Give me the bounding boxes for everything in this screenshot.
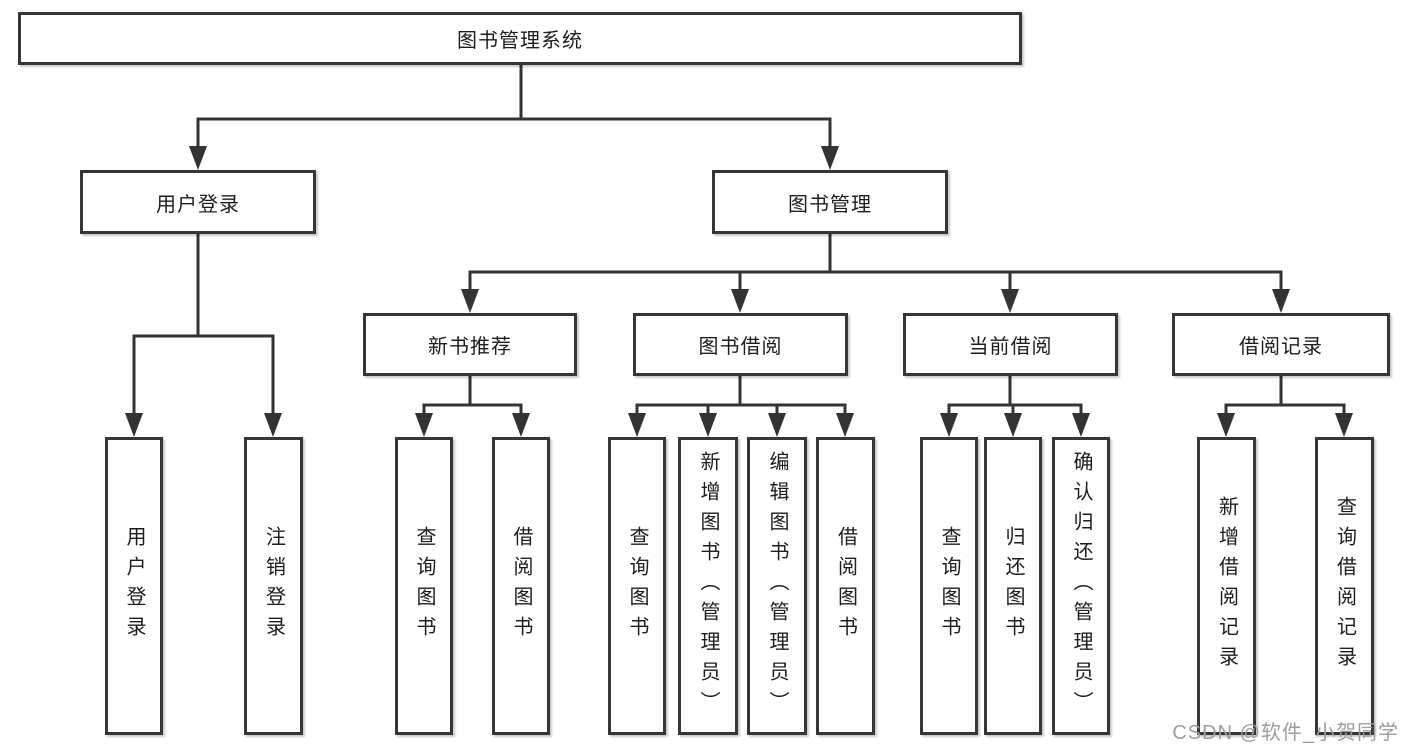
leaf-bb-edit-books-admin: 编辑图书（管理员） xyxy=(747,437,807,735)
leaf-rec-query-books: 查询图书 xyxy=(395,437,453,735)
node-current-borrowing-label: 当前借阅 xyxy=(968,336,1053,358)
node-new-book-recommend-label: 新书推荐 xyxy=(428,336,512,358)
leaf-br-add-record: 新增借阅记录 xyxy=(1197,437,1256,735)
leaf-cb-return-books: 归还图书 xyxy=(984,437,1042,735)
node-root-label: 图书管理系统 xyxy=(457,30,583,52)
leaf-cb-query-books-label: 查询图书 xyxy=(938,526,960,646)
leaf-bb-add-books-admin: 新增图书（管理员） xyxy=(678,437,738,735)
leaf-cb-query-books: 查询图书 xyxy=(920,437,978,735)
leaf-br-query-record: 查询借阅记录 xyxy=(1315,437,1374,735)
node-book-borrowing: 图书借阅 xyxy=(633,313,848,376)
leaf-bb-edit-books-admin-label: 编辑图书（管理员） xyxy=(766,451,788,721)
node-user-login-label: 用户登录 xyxy=(156,193,240,216)
leaf-cb-confirm-return-admin-label: 确认归还（管理员） xyxy=(1070,451,1092,721)
leaf-br-query-record-label: 查询借阅记录 xyxy=(1333,496,1356,676)
node-current-borrowing: 当前借阅 xyxy=(903,313,1118,376)
leaf-bb-borrow-books: 借阅图书 xyxy=(816,437,875,735)
leaf-user-login: 用户登录 xyxy=(105,437,163,735)
node-new-book-recommend: 新书推荐 xyxy=(363,313,577,376)
node-book-management-label: 图书管理 xyxy=(788,193,872,216)
node-borrowing-records: 借阅记录 xyxy=(1172,313,1390,376)
leaf-cb-return-books-label: 归还图书 xyxy=(1002,526,1024,646)
leaf-user-login-label: 用户登录 xyxy=(123,526,145,646)
leaf-rec-borrow-books-label: 借阅图书 xyxy=(510,526,532,646)
leaf-bb-query-books: 查询图书 xyxy=(608,437,666,735)
arrowhead-icons xyxy=(125,146,1353,437)
leaf-rec-borrow-books: 借阅图书 xyxy=(492,437,550,735)
connector-paths xyxy=(132,64,1346,414)
leaf-rec-query-books-label: 查询图书 xyxy=(413,526,435,646)
leaf-br-add-record-label: 新增借阅记录 xyxy=(1215,496,1238,676)
node-user-login: 用户登录 xyxy=(80,170,316,234)
node-borrowing-records-label: 借阅记录 xyxy=(1239,336,1323,358)
leaf-bb-borrow-books-label: 借阅图书 xyxy=(834,526,857,646)
leaf-logout-label: 注销登录 xyxy=(262,526,285,646)
node-root: 图书管理系统 xyxy=(18,12,1022,65)
leaf-logout: 注销登录 xyxy=(244,437,303,735)
node-book-borrowing-label: 图书借阅 xyxy=(698,336,783,358)
leaf-cb-confirm-return-admin: 确认归还（管理员） xyxy=(1052,437,1110,735)
node-book-management: 图书管理 xyxy=(712,170,948,234)
leaf-bb-query-books-label: 查询图书 xyxy=(626,526,648,646)
watermark-text: CSDN @软件_小贺同学 xyxy=(1172,722,1399,744)
leaf-bb-add-books-admin-label: 新增图书（管理员） xyxy=(697,451,719,721)
